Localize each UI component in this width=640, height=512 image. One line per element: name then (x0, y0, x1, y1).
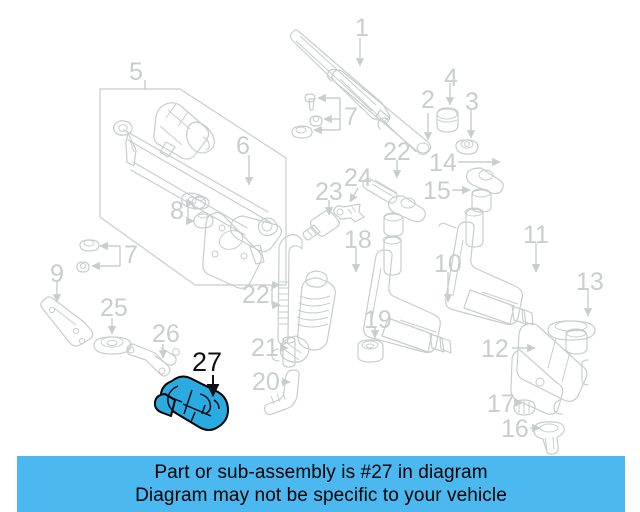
callout-label-22-upper: 22 (383, 138, 411, 166)
callout-label-26: 26 (152, 320, 180, 348)
callout-label-16: 16 (501, 415, 529, 443)
part-group-4-cap (436, 107, 459, 133)
banner-line-2: Diagram may not be specific to your vehi… (135, 485, 507, 506)
callout-label-20: 20 (252, 368, 280, 396)
part-group-2-wiper-arm (326, 68, 432, 156)
callout-label-5: 5 (129, 58, 143, 86)
part-group-12-pump-housing (510, 322, 589, 415)
callout-label-19: 19 (364, 306, 392, 334)
callout-label-10: 10 (434, 250, 462, 278)
part-group-26-link-arm (126, 343, 180, 377)
part-group-21-sleeve (282, 336, 296, 368)
callout-label-23: 23 (315, 178, 343, 206)
callout-label-17: 17 (487, 390, 515, 418)
callout-label-1: 1 (355, 14, 369, 42)
part-group-27-wiper-motor-highlighted (153, 375, 229, 431)
callout-label-15: 15 (423, 177, 451, 205)
part-group-25-grommet (93, 336, 132, 355)
callout-label-18: 18 (344, 226, 372, 254)
callout-label-22-lower: 22 (242, 281, 270, 309)
part-group-7-upper-fasteners (291, 93, 323, 139)
part-group-7-lower-fasteners (76, 239, 100, 273)
callout-label-7-lower: 7 (124, 241, 138, 269)
callout-label-4: 4 (444, 64, 458, 92)
callout-label-25: 25 (100, 294, 128, 322)
callout-label-24: 24 (344, 164, 372, 192)
callout-label-9: 9 (50, 260, 64, 288)
part-group-16-nozzle (533, 421, 565, 455)
part-group-10-reservoir (363, 235, 452, 354)
part-group-3-nut (455, 139, 479, 155)
part-group-9-bracket (40, 296, 94, 347)
callout-label-27-highlighted: 27 (192, 347, 223, 377)
part-group-20-elbow (263, 369, 300, 416)
callout-label-11: 11 (523, 221, 549, 249)
callout-label-6: 6 (236, 132, 250, 160)
callout-label-12: 12 (481, 335, 509, 363)
callout-leaders (52, 38, 593, 433)
callout-label-2: 2 (421, 86, 435, 114)
callout-label-3: 3 (465, 88, 479, 116)
part-group-19-grommet (357, 339, 384, 363)
part-group-18-washer-pump (271, 270, 336, 363)
callout-label-8: 8 (170, 197, 184, 225)
callout-label-21: 21 (251, 334, 279, 362)
callout-label-14: 14 (429, 149, 457, 177)
callout-label-7-upper: 7 (344, 103, 358, 131)
banner-line-1: Part or sub-assembly is #27 in diagram (154, 462, 488, 483)
callout-label-13: 13 (576, 268, 604, 296)
info-banner: Part or sub-assembly is #27 in diagram D… (17, 456, 625, 512)
